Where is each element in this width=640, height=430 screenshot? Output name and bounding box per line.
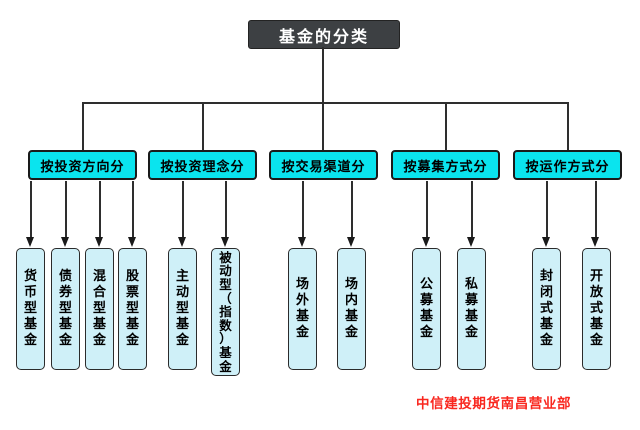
arrow-head-icon — [128, 237, 136, 247]
leaf-closed-end-fund: 封 闭 式 基 金 — [532, 248, 561, 370]
arrow-head-icon — [221, 237, 229, 247]
arrow-line — [302, 181, 304, 237]
leaf-stock-fund: 股 票 型 基 金 — [118, 248, 147, 370]
arrow-head-icon — [95, 237, 103, 247]
branch-investment-direction: 按投资方向分 — [28, 150, 137, 180]
branch-trading-channel: 按交易渠道分 — [269, 150, 378, 180]
arrow-line — [546, 181, 548, 237]
leaf-otc-fund: 场 外 基 金 — [288, 248, 317, 370]
arrow-line — [30, 181, 32, 237]
arrow-head-icon — [178, 237, 186, 247]
leaf-bond-fund: 债 券 型 基 金 — [51, 248, 80, 370]
leaf-passive-index-fund: 被 动 型 （ 指 数 ） 基 金 — [211, 248, 240, 376]
arrow-line — [182, 181, 184, 237]
arrow-head-icon — [591, 237, 599, 247]
watermark-text: 中信建投期货南昌营业部 — [416, 396, 572, 412]
arrow-line — [351, 181, 353, 237]
connector-line — [567, 102, 569, 151]
branch-operation-method: 按运作方式分 — [513, 150, 622, 180]
arrow-head-icon — [422, 237, 430, 247]
connector-line — [82, 102, 84, 151]
root-node-fund-classification: 基金的分类 — [248, 20, 400, 49]
branch-fundraising-method: 按募集方式分 — [391, 150, 500, 180]
connector-line — [82, 102, 568, 104]
leaf-active-fund: 主 动 型 基 金 — [168, 248, 197, 370]
leaf-private-fund: 私 募 基 金 — [457, 248, 486, 370]
arrow-line — [65, 181, 67, 237]
arrow-head-icon — [61, 237, 69, 247]
arrow-head-icon — [26, 237, 34, 247]
arrow-line — [471, 181, 473, 237]
connector-line — [445, 102, 447, 151]
arrow-line — [225, 181, 227, 237]
arrow-head-icon — [467, 237, 475, 247]
branch-investment-philosophy: 按投资理念分 — [148, 150, 257, 180]
connector-line — [202, 102, 204, 151]
connector-line — [322, 47, 324, 103]
arrow-line — [132, 181, 134, 237]
leaf-open-end-fund: 开 放 式 基 金 — [582, 248, 611, 370]
arrow-head-icon — [298, 237, 306, 247]
arrow-head-icon — [347, 237, 355, 247]
leaf-hybrid-fund: 混 合 型 基 金 — [85, 248, 114, 370]
arrow-line — [99, 181, 101, 237]
connector-line — [322, 102, 324, 151]
leaf-exchange-fund: 场 内 基 金 — [337, 248, 366, 370]
arrow-line — [595, 181, 597, 237]
leaf-public-fund: 公 募 基 金 — [412, 248, 441, 370]
arrow-line — [426, 181, 428, 237]
leaf-currency-fund: 货 币 型 基 金 — [16, 248, 45, 370]
arrow-head-icon — [542, 237, 550, 247]
